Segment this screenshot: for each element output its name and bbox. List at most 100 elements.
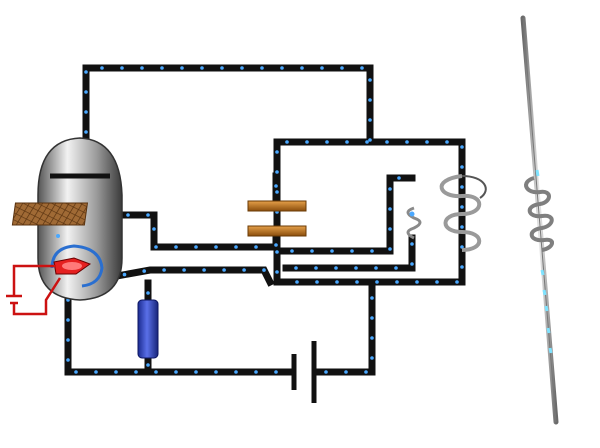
electron-dot	[84, 90, 88, 94]
electron-dot	[174, 245, 178, 249]
electron-dot	[202, 268, 206, 272]
electron-dot	[397, 176, 401, 180]
electron-dot	[368, 118, 372, 122]
electron-dot	[240, 66, 244, 70]
antenna-icon	[520, 15, 559, 425]
electron-dot	[460, 205, 464, 209]
electron-dot	[388, 247, 392, 251]
electron-dot	[234, 245, 238, 249]
electron-dot	[74, 370, 78, 374]
electron-dot	[234, 370, 238, 374]
electron-dot	[275, 270, 279, 274]
electron-dot	[146, 291, 150, 295]
electron-dot	[274, 243, 278, 247]
electron-dot	[126, 213, 130, 217]
electron-dot	[94, 370, 98, 374]
electron-dot	[314, 266, 318, 270]
electron-dot	[388, 227, 392, 231]
electron-dot	[300, 66, 304, 70]
electron-dot	[222, 268, 226, 272]
electron-dot	[415, 280, 419, 284]
electron-dot	[460, 225, 464, 229]
electron-dot	[280, 66, 284, 70]
electron-dot	[84, 130, 88, 134]
electron-dot	[460, 165, 464, 169]
electron-dot	[374, 266, 378, 270]
electron-dot	[66, 358, 70, 362]
electron-dot	[294, 266, 298, 270]
electron-dot	[214, 370, 218, 374]
wire-feedback-return	[282, 234, 416, 272]
electron-dot	[174, 370, 178, 374]
wire-tank-loop	[273, 138, 466, 286]
electron-dot	[455, 280, 459, 284]
electron-dot	[182, 268, 186, 272]
electron-dot	[394, 266, 398, 270]
electron-dot	[162, 268, 166, 272]
electron-dot	[445, 140, 449, 144]
electron-dot	[460, 145, 464, 149]
electron-dot	[84, 70, 88, 74]
tank-coil-icon	[439, 174, 487, 252]
electron-dot	[334, 266, 338, 270]
electron-dot	[370, 249, 374, 253]
electron-dot	[285, 140, 289, 144]
tube-electron	[56, 234, 60, 238]
electron-dot	[360, 66, 364, 70]
electron-dot	[425, 140, 429, 144]
electron-dot	[370, 296, 374, 300]
electron-dot	[305, 140, 309, 144]
electron-dot	[364, 370, 368, 374]
electron-dot	[154, 245, 158, 249]
electron-dot	[142, 269, 146, 273]
electron-dot	[355, 280, 359, 284]
electron-dot	[368, 138, 372, 142]
wire-cathode	[90, 266, 275, 287]
wire-feedback-coil	[278, 174, 416, 255]
electron-dot	[410, 242, 414, 246]
electron-dot	[120, 66, 124, 70]
electron-dot	[140, 66, 144, 70]
electron-dot	[134, 370, 138, 374]
electron-dot	[365, 140, 369, 144]
electron-dot	[385, 140, 389, 144]
battery-icon	[291, 341, 317, 403]
electron-dot	[310, 249, 314, 253]
electron-dot	[460, 185, 464, 189]
electron-dot	[275, 250, 279, 254]
resistor-icon	[137, 299, 159, 359]
electron-dot	[325, 140, 329, 144]
vacuum-tube-icon	[11, 137, 123, 301]
electron-dot	[200, 66, 204, 70]
electron-dot	[405, 140, 409, 144]
electron-dot	[254, 245, 258, 249]
electron-dot	[335, 280, 339, 284]
electron-dot	[344, 370, 348, 374]
electron-dot	[320, 66, 324, 70]
capacitor-icon	[247, 200, 307, 237]
electron-dot	[388, 207, 392, 211]
electron-dot	[290, 249, 294, 253]
heater-battery-icon	[6, 264, 62, 316]
electron-dot	[275, 190, 279, 194]
wire-bottom-loop	[64, 286, 296, 376]
electron-dot	[275, 170, 279, 174]
electron-dot	[146, 213, 150, 217]
electron-dot	[154, 370, 158, 374]
tube-grid-mesh	[11, 202, 89, 226]
electron-dot	[368, 78, 372, 82]
wire-plate-top	[82, 64, 374, 146]
electron-dot	[122, 272, 127, 277]
electron-dot	[410, 262, 414, 266]
antenna-coil	[524, 176, 554, 252]
antenna-highlights	[535, 169, 553, 354]
wire-grid	[114, 211, 274, 251]
electron-dot	[460, 245, 464, 249]
electron-dot	[274, 370, 278, 374]
electron-dot	[375, 280, 379, 284]
electron-dot	[254, 370, 258, 374]
electron-dot	[66, 338, 70, 342]
electron-dot	[368, 98, 372, 102]
